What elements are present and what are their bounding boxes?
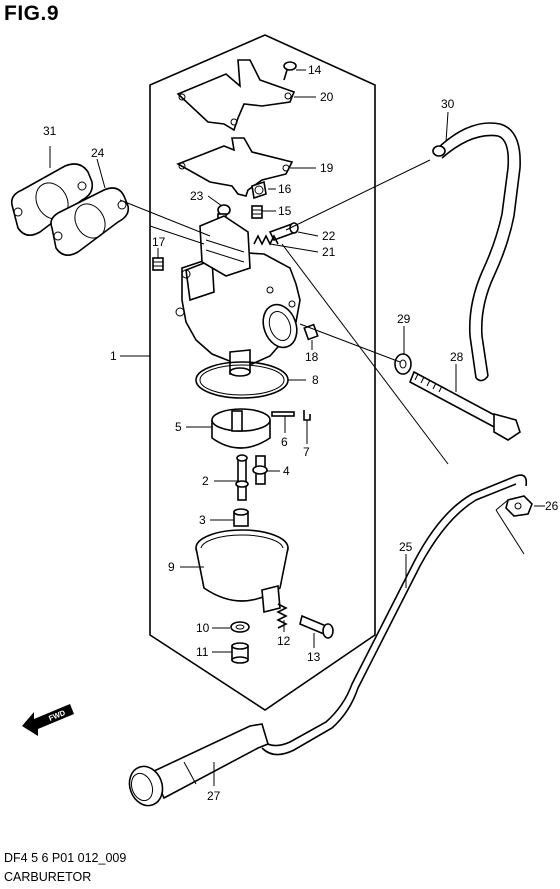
callout-29: 29 — [397, 312, 411, 326]
callout-16: 16 — [278, 182, 292, 196]
diagram-code: DF4 5 6 P01 012_009 — [4, 851, 127, 865]
callout-27: 27 — [207, 789, 221, 803]
fuel-hose-30 — [432, 122, 521, 382]
drain-bolt-11 — [231, 642, 249, 664]
float-bowl-9 — [195, 529, 289, 614]
jet-15 — [251, 205, 263, 219]
callout-8: 8 — [312, 373, 319, 387]
diaphragm-19 — [176, 137, 294, 197]
callout-23: 23 — [190, 189, 204, 203]
callout-1: 1 — [110, 349, 117, 363]
choke-knob-27 — [128, 723, 269, 807]
callout-6: 6 — [281, 435, 288, 449]
callout-13: 13 — [307, 650, 321, 664]
callout-9: 9 — [168, 560, 175, 574]
assembly-boundary — [149, 34, 376, 711]
callout-11: 11 — [196, 645, 209, 659]
gasket-31 — [10, 163, 94, 236]
choke-rod-25 — [261, 474, 528, 756]
figure-title: FIG.9 — [4, 2, 60, 25]
callout-19: 19 — [320, 161, 334, 175]
gasket-24 — [50, 187, 130, 256]
callout-12: 12 — [277, 634, 291, 648]
callout-14: 14 — [308, 63, 322, 77]
diagram-name: CARBURETOR — [4, 870, 92, 884]
callout-4: 4 — [283, 464, 290, 478]
clip-26 — [505, 495, 533, 517]
callout-30: 30 — [441, 97, 455, 111]
leader-lines — [49, 69, 545, 786]
main-nozzle-4 — [252, 455, 268, 485]
screw-14 — [283, 61, 297, 81]
callouts: 1 2 3 4 5 6 7 8 9 10 11 12 13 14 15 16 1… — [43, 63, 559, 803]
washer-10 — [230, 621, 250, 633]
callout-25: 25 — [399, 540, 413, 554]
clip-7 — [303, 410, 311, 421]
callout-28: 28 — [450, 350, 464, 364]
cover-plate-20 — [176, 59, 296, 132]
callout-22: 22 — [322, 229, 336, 243]
callout-7: 7 — [303, 445, 310, 459]
main-jet-3 — [233, 508, 249, 527]
callout-20: 20 — [320, 90, 334, 104]
spring-21 — [253, 234, 279, 246]
plug-16 — [251, 180, 267, 200]
fwd-direction-arrow: FWD — [22, 704, 74, 736]
callout-26: 26 — [545, 499, 559, 513]
pilot-screw-13 — [299, 614, 334, 639]
spring-12 — [276, 603, 288, 629]
callout-31: 31 — [43, 124, 57, 138]
carburetor-body-1 — [175, 215, 301, 377]
needle-valve-2 — [235, 454, 249, 501]
callout-17: 17 — [152, 235, 166, 249]
callout-18: 18 — [305, 350, 319, 364]
callout-5: 5 — [175, 420, 182, 434]
float-pin-6 — [271, 411, 295, 417]
callout-24: 24 — [91, 146, 105, 160]
washer-29 — [394, 353, 412, 375]
callout-21: 21 — [322, 245, 336, 259]
callout-10: 10 — [196, 621, 210, 635]
jet-17 — [152, 257, 164, 271]
callout-3: 3 — [199, 513, 206, 527]
float-5 — [211, 408, 271, 449]
bolt-28 — [408, 370, 521, 441]
callout-2: 2 — [202, 474, 209, 488]
callout-15: 15 — [278, 204, 292, 218]
